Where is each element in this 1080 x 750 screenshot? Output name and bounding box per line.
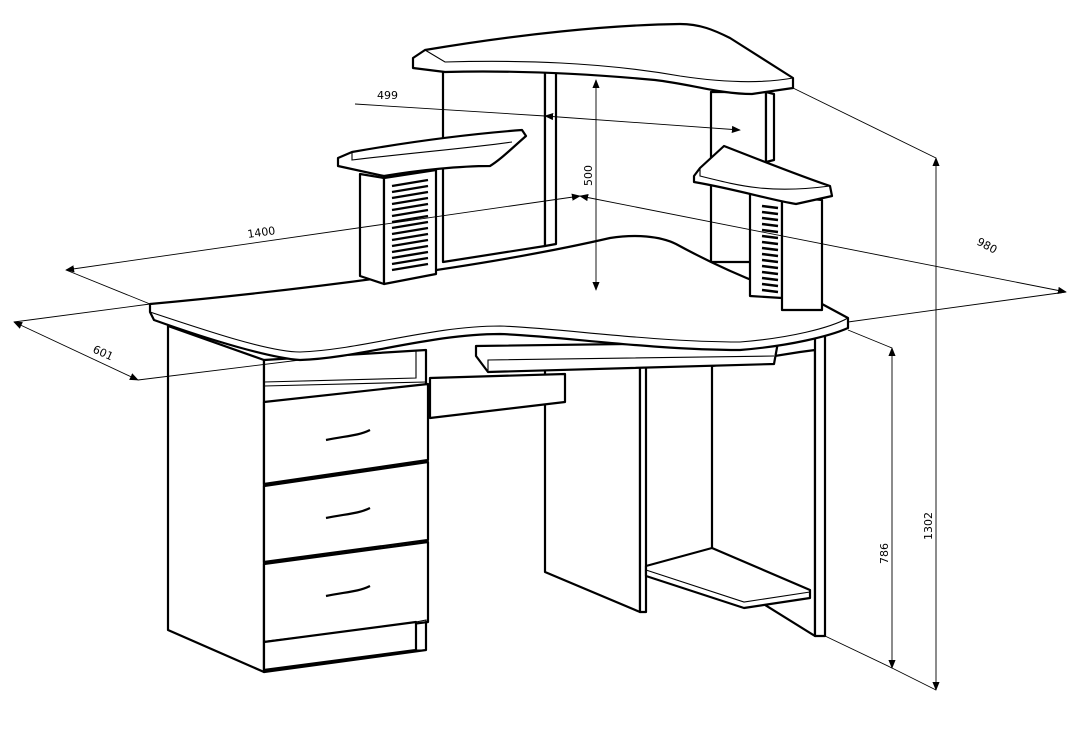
dim-shelf-width-line	[354, 103, 546, 117]
dim-label-desk-side: 980	[975, 235, 1000, 256]
drawer-top-handle	[325, 429, 371, 442]
drawer-top	[262, 382, 430, 486]
dim-label-shelf-width: 499	[377, 89, 398, 102]
cpu-shelf	[644, 546, 812, 610]
dim-label-desk-depth: 601	[91, 343, 115, 363]
drawer-middle-handle	[325, 507, 371, 520]
dim-shelf-width-arrow	[544, 112, 741, 134]
dim-desk-side-arrow	[579, 194, 1067, 294]
dim-label-desk-height: 786	[878, 543, 891, 564]
right-shelf-support	[780, 194, 824, 312]
left-shelf-board	[336, 128, 528, 178]
drawer-bottom-handle	[325, 585, 371, 598]
right-cd-slots	[761, 204, 779, 294]
hutch-side-panel-right	[764, 90, 776, 164]
drawer-middle	[262, 460, 430, 564]
pedestal-side-panel	[166, 324, 266, 674]
left-shelf-support	[358, 172, 386, 286]
keyboard-tray-runner	[428, 372, 567, 420]
dim-desk-depth-arrow	[13, 321, 139, 381]
right-shelf-board	[692, 144, 834, 206]
dimension-lines	[13, 79, 1067, 691]
desk-structure	[148, 22, 850, 674]
desk-right-leg-edge	[813, 334, 827, 638]
dim-label-desk-length: 1400	[247, 224, 277, 241]
dim-label-shelf-height: 500	[582, 165, 595, 186]
dim-desk-length-arrow	[65, 193, 581, 273]
dim-label-total-height: 1302	[922, 512, 935, 540]
hutch-center-panel	[543, 68, 558, 248]
